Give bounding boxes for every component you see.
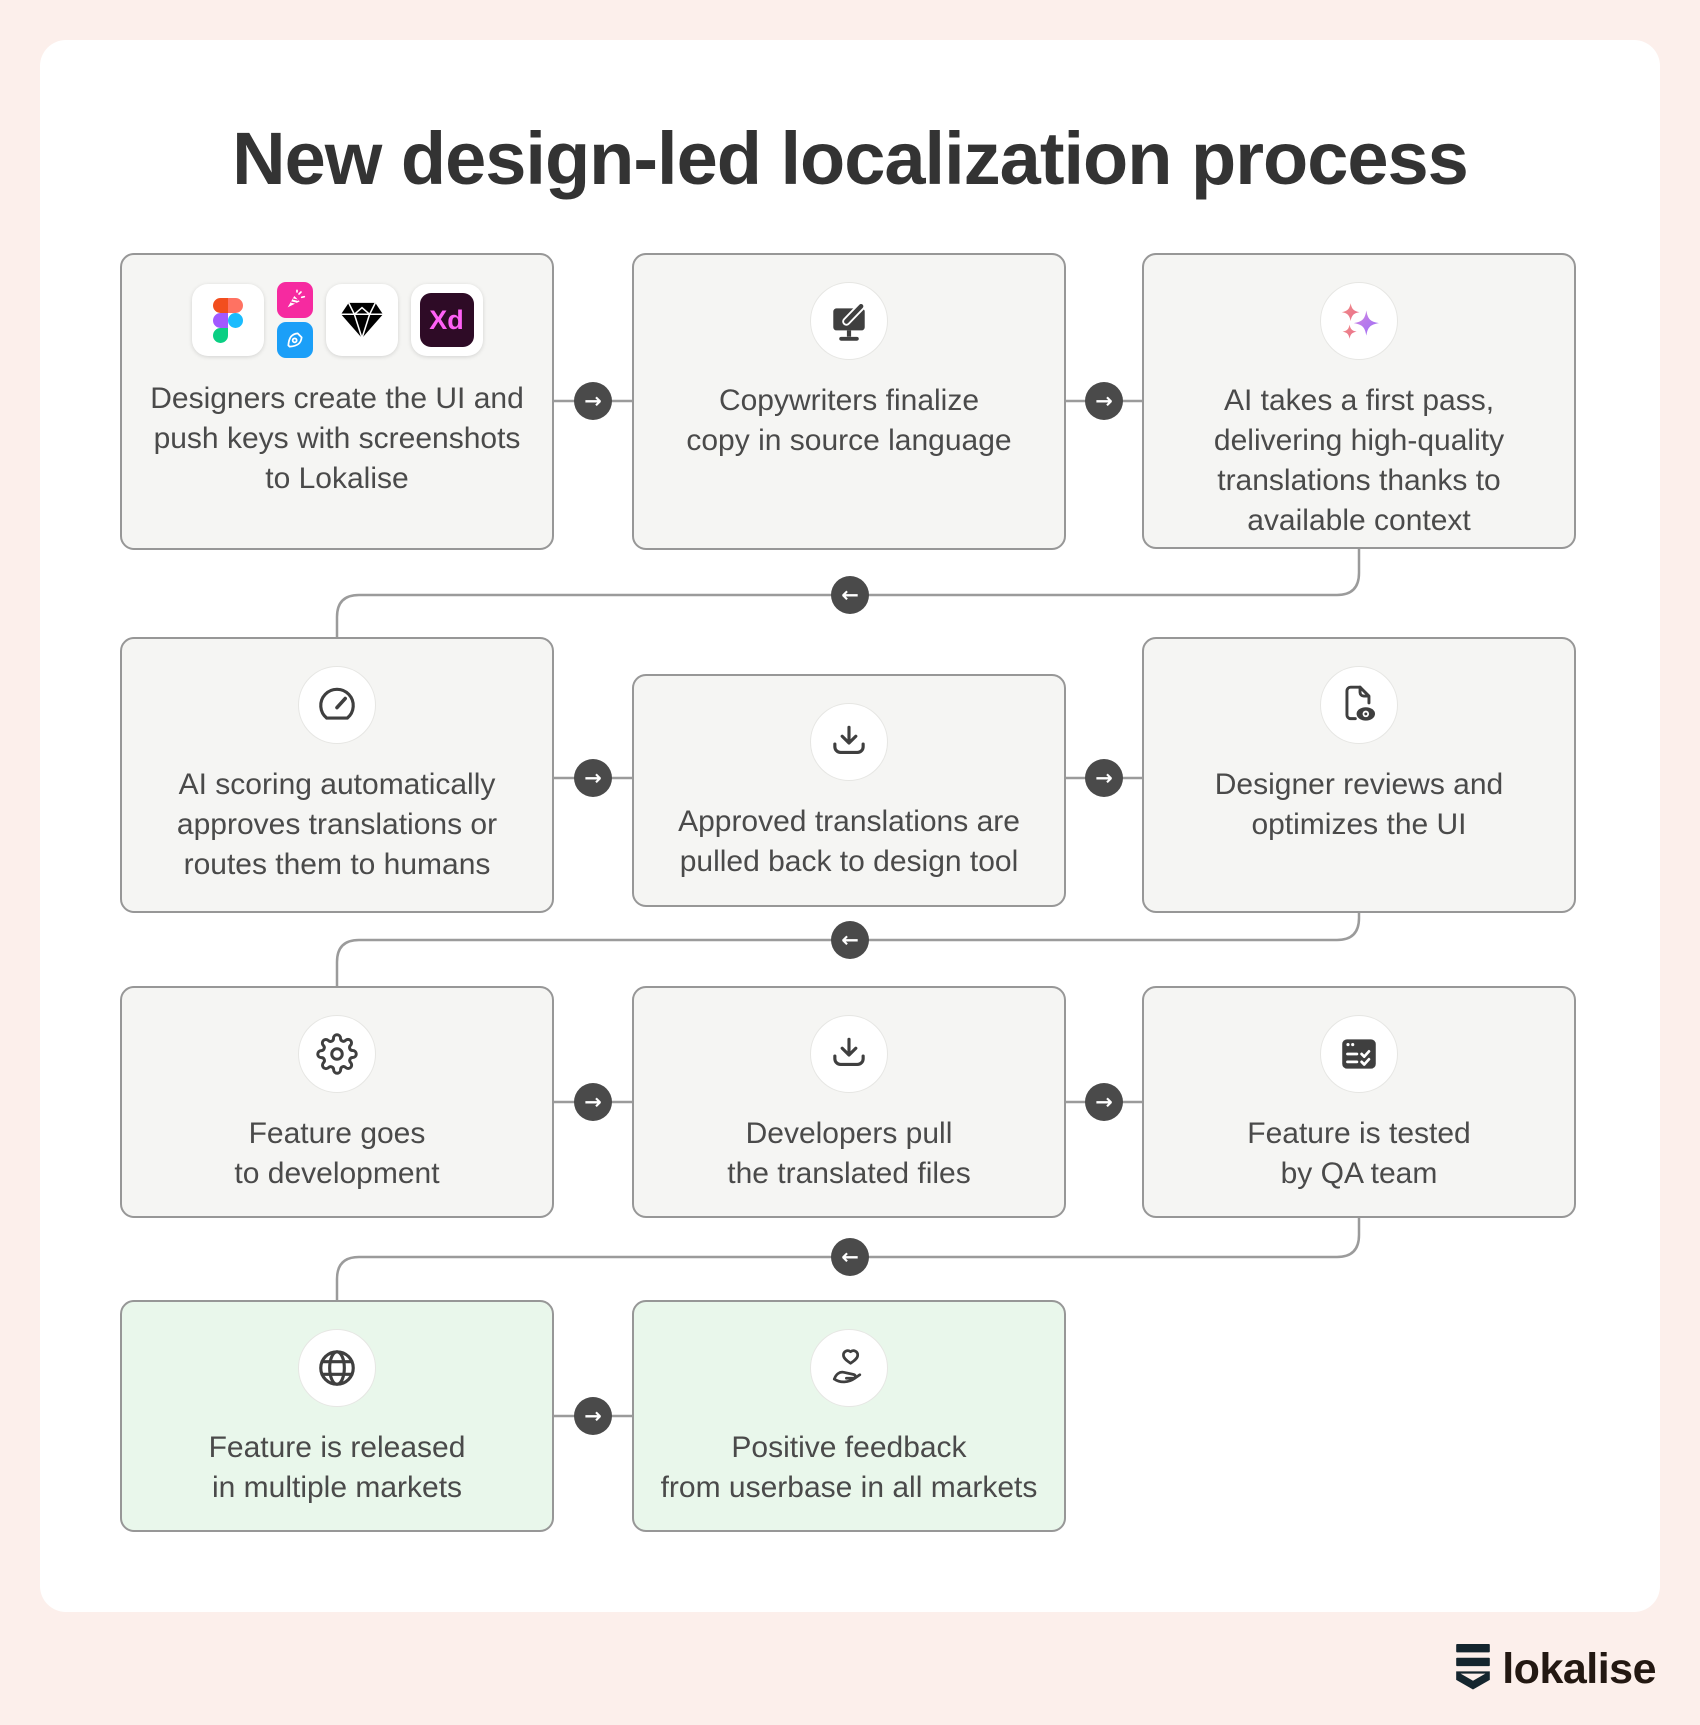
arrow-left-icon: ← — [831, 576, 869, 614]
hand-heart-icon — [810, 1329, 888, 1407]
globe-icon — [298, 1329, 376, 1407]
arrow-right-icon: → — [1085, 382, 1123, 420]
step-box-ai-first-pass: AI takes a first pass, delivering high-q… — [1142, 253, 1576, 549]
download-tray-icon — [810, 703, 888, 781]
step-box-qa-testing: Feature is tested by QA team — [1142, 986, 1576, 1218]
file-preview-icon — [1320, 666, 1398, 744]
step-box-designers: Xd Designers create the UI and push keys… — [120, 253, 554, 550]
monitor-edit-icon — [810, 282, 888, 360]
step-label: AI scoring automatically approves transl… — [176, 768, 498, 881]
qa-checklist-icon — [1320, 1015, 1398, 1093]
lokalise-logo: lokalise — [1454, 1644, 1656, 1695]
pen-plugin-icon — [276, 322, 313, 358]
step-label: Feature goes to development — [234, 1117, 440, 1190]
arrow-right-icon: → — [574, 382, 612, 420]
step-label: Approved translations are pulled back to… — [678, 805, 1020, 878]
arrow-right-icon: → — [1085, 1083, 1123, 1121]
step-label: Feature is released in multiple markets — [208, 1431, 466, 1504]
step-box-release: Feature is released in multiple markets — [120, 1300, 554, 1532]
step-label: Designer reviews and optimizes the UI — [1214, 768, 1504, 841]
step-label: Positive feedback from userbase in all m… — [660, 1431, 1038, 1504]
arrow-right-icon: → — [574, 1397, 612, 1435]
step-label: Designers create the UI and push keys wi… — [150, 382, 524, 495]
step-box-positive-feedback: Positive feedback from userbase in all m… — [632, 1300, 1066, 1532]
lokalise-logomark-icon — [1454, 1644, 1492, 1695]
download-tray-icon — [810, 1015, 888, 1093]
confetti-plugin-icon — [276, 282, 313, 318]
figma-icon — [191, 284, 264, 356]
speed-gauge-icon — [298, 666, 376, 744]
step-box-designer-review: Designer reviews and optimizes the UI — [1142, 637, 1576, 913]
step-label: Copywriters finalize copy in source lang… — [686, 384, 1012, 457]
plugin-icons — [276, 282, 313, 358]
arrow-left-icon: ← — [831, 921, 869, 959]
step-box-developers-pull: Developers pull the translated files — [632, 986, 1066, 1218]
step-label: AI takes a first pass, delivering high-q… — [1213, 384, 1505, 537]
arrow-right-icon: → — [574, 759, 612, 797]
step-box-copywriters: Copywriters finalize copy in source lang… — [632, 253, 1066, 550]
step-box-ai-scoring: AI scoring automatically approves transl… — [120, 637, 554, 913]
sketch-icon — [325, 284, 398, 356]
design-tool-logos: Xd — [191, 282, 483, 358]
page-title: New design-led localization process — [232, 117, 1469, 200]
gear-icon — [298, 1015, 376, 1093]
step-label: Feature is tested by QA team — [1247, 1117, 1471, 1190]
step-label: Developers pull the translated files — [727, 1117, 971, 1190]
lokalise-wordmark: lokalise — [1502, 1645, 1656, 1693]
ai-sparkles-icon — [1320, 282, 1398, 360]
arrow-right-icon: → — [1085, 759, 1123, 797]
step-box-development: Feature goes to development — [120, 986, 554, 1218]
step-box-pull-to-design: Approved translations are pulled back to… — [632, 674, 1066, 907]
arrow-right-icon: → — [574, 1083, 612, 1121]
adobe-xd-label: Xd — [419, 293, 474, 347]
arrow-left-icon: ← — [831, 1238, 869, 1276]
adobe-xd-icon: Xd — [410, 284, 483, 356]
